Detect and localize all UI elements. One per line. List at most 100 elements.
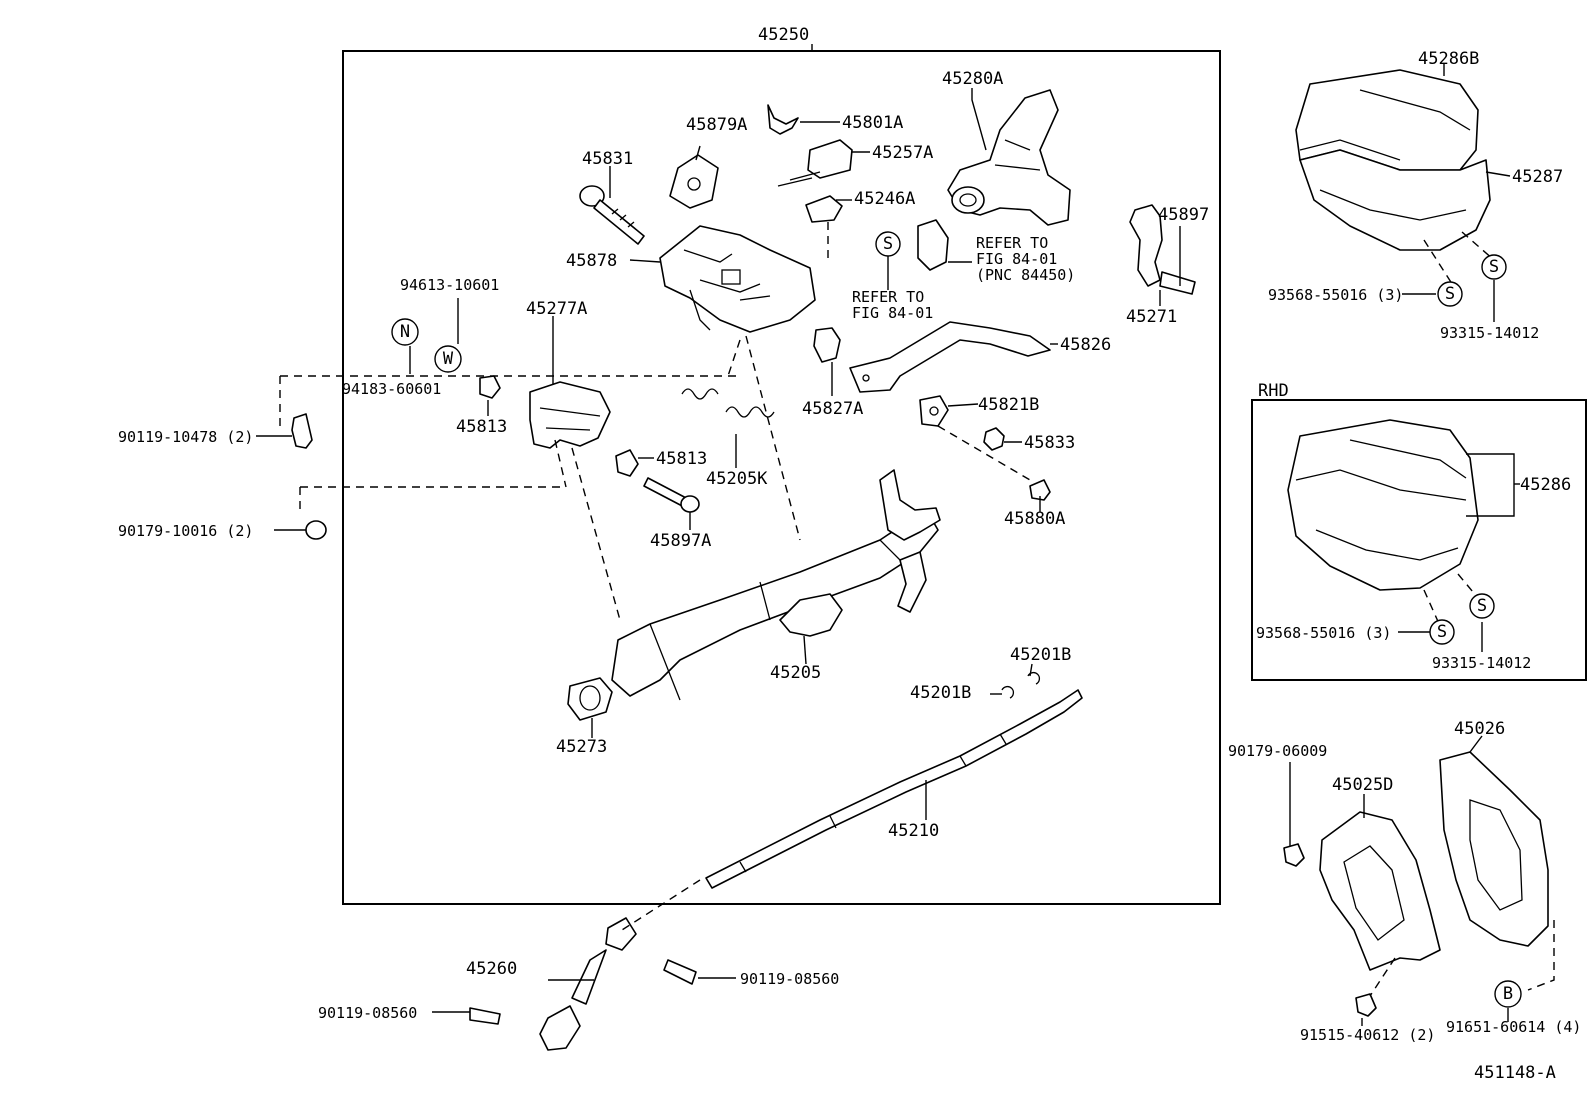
label-90179-10016: 90179-10016 (2) [118, 522, 253, 540]
leader-lines [256, 64, 1555, 1026]
label-45246A: 45246A [854, 189, 915, 209]
refer-note-a-line3: (PNC 84450) [976, 266, 1075, 284]
part-45879A [669, 154, 719, 209]
label-91651-60614: 91651-60614 (4) [1446, 1018, 1581, 1036]
rhd-cover-45286 [1287, 419, 1479, 591]
ring-45201B-b [1027, 672, 1040, 685]
label-45813-lower: 45813 [656, 449, 707, 469]
svg-text:N: N [400, 322, 410, 342]
plate-45025D [1319, 811, 1441, 971]
label-45260: 45260 [466, 959, 517, 979]
label-45813-upper: 45813 [456, 417, 507, 437]
label-93568-55016-a: 93568-55016 (3) [1268, 286, 1403, 304]
refer-note-a-line1: REFER TO [976, 234, 1048, 252]
label-45257A: 45257A [872, 143, 933, 163]
label-45273: 45273 [556, 737, 607, 757]
label-45880A: 45880A [1004, 509, 1065, 529]
s-symbol-cover-b1: S [1429, 619, 1455, 645]
n-symbol: N [391, 318, 419, 346]
w-symbol: W [434, 345, 462, 373]
part-45801A [767, 104, 799, 135]
svg-text:S: S [1489, 257, 1499, 277]
bolt-90119-08560-left [469, 1007, 501, 1025]
label-45897: 45897 [1158, 205, 1209, 225]
label-94613-10601: 94613-10601 [400, 276, 499, 294]
label-main-assembly: 45250 [758, 25, 809, 45]
svg-text:S: S [1477, 596, 1487, 616]
refer-note-a-line2: FIG 84-01 [976, 250, 1057, 268]
label-93568-55016-b: 93568-55016 (3) [1256, 624, 1391, 642]
svg-text:W: W [443, 349, 454, 369]
part-45821B [919, 395, 949, 427]
rhd-frame [1251, 399, 1587, 681]
main-assembly-frame [342, 50, 1221, 905]
part-45257A [777, 139, 853, 187]
label-45287: 45287 [1512, 167, 1563, 187]
bracket-arm-45826 [849, 321, 1051, 393]
nut-45833 [983, 427, 1005, 451]
bolt-90119-10478 [291, 413, 313, 449]
label-45801A: 45801A [842, 113, 903, 133]
svg-text:S: S [1445, 284, 1455, 304]
svg-text:B: B [1503, 984, 1513, 1004]
column-tube-assembly [611, 469, 941, 701]
bushing-45273 [567, 677, 613, 721]
part-45827A [813, 327, 841, 363]
label-45831: 45831 [582, 149, 633, 169]
s-symbol-refer: S [875, 231, 901, 257]
label-45897A: 45897A [650, 531, 711, 551]
label-45210: 45210 [888, 821, 939, 841]
label-45878: 45878 [566, 251, 617, 271]
label-45280A: 45280A [942, 69, 1003, 89]
label-93315-14012-a: 93315-14012 [1440, 324, 1539, 342]
clip-45813-upper [479, 375, 501, 399]
s-symbol-cover-b2: S [1469, 593, 1495, 619]
plate-45026 [1439, 751, 1549, 947]
intermediate-shaft-45260 [539, 917, 637, 1051]
bolt-90119-08560-right [663, 959, 697, 985]
label-45201B-right: 45201B [1010, 645, 1071, 665]
spring-45205K [681, 388, 775, 418]
label-45879A: 45879A [686, 115, 747, 135]
label-90119-08560-right: 90119-08560 [740, 970, 839, 988]
label-45025D: 45025D [1332, 775, 1393, 795]
label-90179-06009: 90179-06009 [1228, 742, 1327, 760]
label-90119-10478: 90119-10478 (2) [118, 428, 253, 446]
label-90119-08560-left: 90119-08560 [318, 1004, 417, 1022]
part-refer-84450 [917, 219, 949, 271]
nut-90179-06009 [1283, 843, 1305, 867]
label-45826: 45826 [1060, 335, 1111, 355]
part-labels: 45250 45280A 45879A 45801A 45257A 45831 … [118, 25, 1581, 1083]
nut-91515-40612 [1355, 993, 1377, 1017]
label-45205K: 45205K [706, 469, 768, 489]
bolt-45897A [643, 477, 700, 513]
steering-shaft-45210 [705, 689, 1083, 889]
nut-90179-10016 [305, 520, 327, 540]
lower-cover-45287 [1299, 149, 1491, 251]
label-93315-14012-b: 93315-14012 [1432, 654, 1531, 672]
svg-text:S: S [883, 234, 893, 254]
bolt-45831 [579, 185, 645, 245]
clamp-45205 [779, 593, 843, 637]
refer-note-b-line2: FIG 84-01 [852, 304, 933, 322]
label-45833: 45833 [1024, 433, 1075, 453]
ring-45201B-a [1001, 686, 1014, 699]
rhd-label: RHD [1258, 381, 1289, 401]
refer-note-b-line1: REFER TO [852, 288, 924, 306]
label-91515-40612: 91515-40612 (2) [1300, 1026, 1435, 1044]
s-symbol-cover-a1: S [1437, 281, 1463, 307]
b-symbol: B [1494, 980, 1522, 1008]
svg-text:S: S [1437, 622, 1447, 642]
label-45286: 45286 [1520, 475, 1571, 495]
clip-45813-lower [615, 449, 639, 477]
label-45286B: 45286B [1418, 49, 1479, 69]
bracket-45277A [529, 381, 611, 449]
bolt-45880A [1029, 479, 1051, 501]
part-45246A [805, 195, 843, 223]
lock-housing-45878 [659, 225, 816, 333]
label-45205: 45205 [770, 663, 821, 683]
label-45277A: 45277A [526, 299, 587, 319]
lever-45897 [1129, 204, 1196, 295]
label-45026: 45026 [1454, 719, 1505, 739]
